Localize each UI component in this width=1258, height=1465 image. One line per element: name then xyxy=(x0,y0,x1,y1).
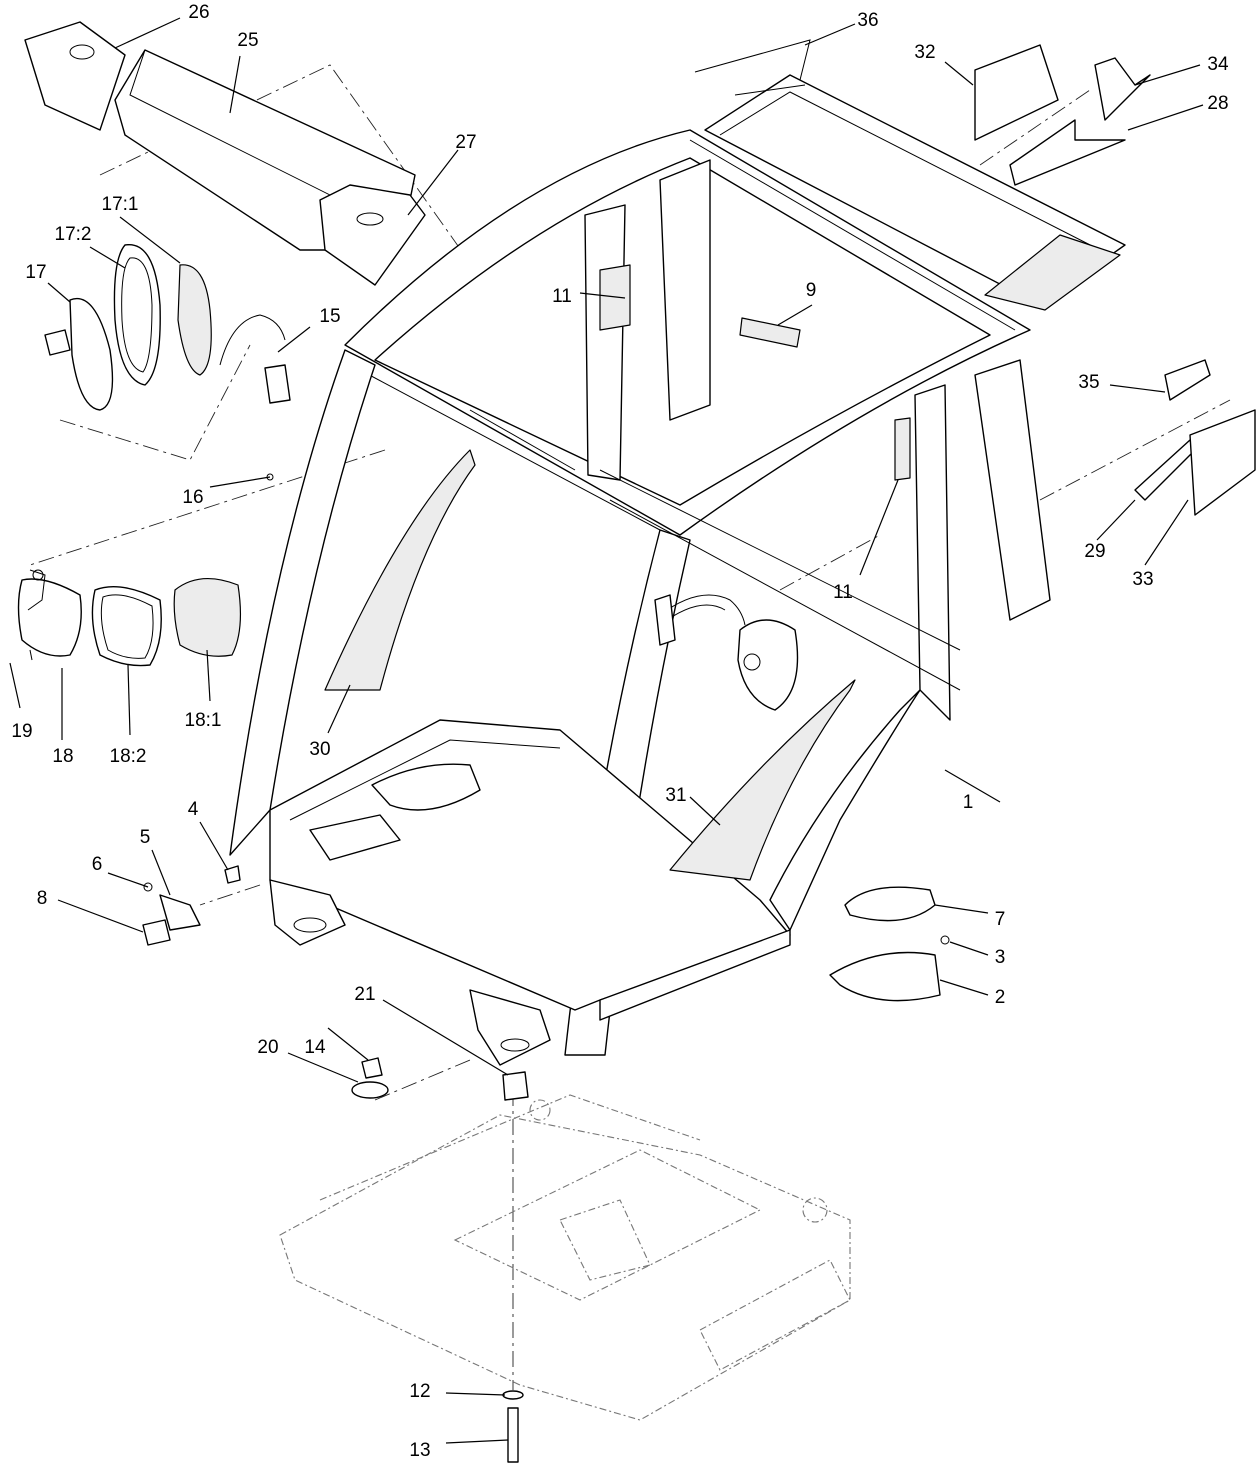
callout-c27: 27 xyxy=(455,132,476,153)
roof-panel xyxy=(694,39,1126,311)
callout-c26: 26 xyxy=(188,2,209,23)
callout-c28: 28 xyxy=(1207,93,1228,114)
chassis-ghost xyxy=(279,1094,851,1421)
callout-c18: 18 xyxy=(52,746,73,767)
callout-c25: 25 xyxy=(237,30,258,51)
callout-c5: 5 xyxy=(140,827,151,848)
callout-c17-1: 17:1 xyxy=(102,194,139,215)
installed-mirror xyxy=(654,594,799,711)
roof-covers xyxy=(24,21,426,286)
callout-labels: 123456789111112131415161717:117:21818:11… xyxy=(11,2,1229,1461)
callout-c35: 35 xyxy=(1078,372,1099,393)
callout-c29: 29 xyxy=(1084,541,1105,562)
callout-c9: 9 xyxy=(806,280,817,301)
callout-c12: 12 xyxy=(409,1381,430,1402)
callout-c32: 32 xyxy=(914,42,935,63)
callout-c18-1: 18:1 xyxy=(185,710,222,731)
step-plates xyxy=(829,886,950,1002)
callout-c30: 30 xyxy=(309,739,330,760)
mirror-assembly-18 xyxy=(17,569,242,667)
callout-c3: 3 xyxy=(995,947,1006,968)
callout-c11b: 11 xyxy=(833,582,853,603)
callout-c1: 1 xyxy=(963,792,974,813)
callout-c34: 34 xyxy=(1207,54,1229,75)
callout-c6: 6 xyxy=(92,854,103,875)
callout-c36: 36 xyxy=(857,10,878,31)
callout-c4: 4 xyxy=(188,799,199,820)
callout-c16: 16 xyxy=(182,487,203,508)
callout-c17: 17 xyxy=(25,262,46,283)
leader-lines xyxy=(9,17,1204,1444)
callout-c15: 15 xyxy=(319,306,340,327)
hardware xyxy=(29,473,529,1463)
callout-c18-2: 18:2 xyxy=(110,746,147,767)
callout-c8: 8 xyxy=(37,888,48,909)
callout-c33: 33 xyxy=(1132,569,1153,590)
callout-c20: 20 xyxy=(257,1037,278,1058)
callout-c31: 31 xyxy=(665,785,686,806)
callout-c7: 7 xyxy=(995,909,1006,930)
callout-c13: 13 xyxy=(409,1440,430,1461)
callout-c21: 21 xyxy=(354,984,375,1005)
callout-c17-2: 17:2 xyxy=(55,224,92,245)
cab-frame xyxy=(229,129,1051,1066)
mirror-assembly-17 xyxy=(44,244,291,411)
callout-c14: 14 xyxy=(304,1037,326,1058)
callout-c2: 2 xyxy=(995,987,1006,1008)
callout-c19: 19 xyxy=(11,721,32,742)
lining-pieces xyxy=(974,44,1256,516)
callout-c11a: 11 xyxy=(552,286,572,307)
